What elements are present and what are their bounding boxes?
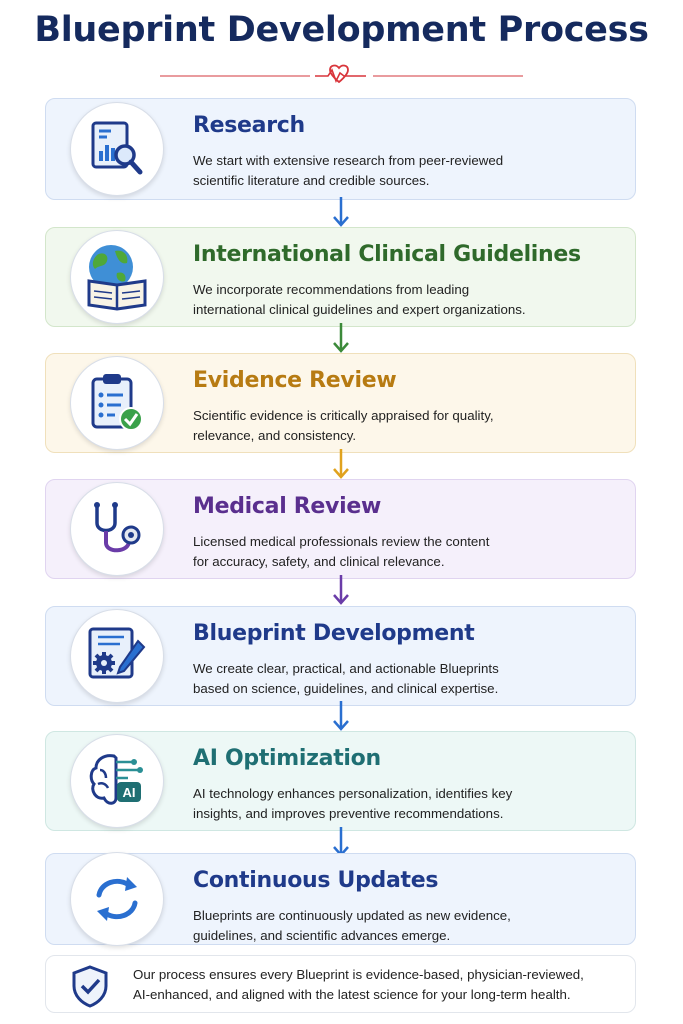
step-description-line: AI technology enhances personalization, … xyxy=(193,786,513,801)
step-card-ai-optimization: AI AI Optimization AI technology enhance… xyxy=(45,731,636,831)
step-title: Continuous Updates xyxy=(193,868,439,893)
step-icon-wrap xyxy=(70,356,164,450)
step-description-line: Blueprints are continuously updated as n… xyxy=(193,908,511,923)
globe-book-icon xyxy=(87,245,147,311)
step-card-blueprint-development: Blueprint Development We create clear, p… xyxy=(45,606,636,706)
step-description: AI technology enhances personalization, … xyxy=(193,784,623,824)
step-description-line: We create clear, practical, and actionab… xyxy=(193,661,499,676)
shield-check-icon xyxy=(72,965,108,1008)
down-arrow-icon xyxy=(333,323,349,353)
step-icon-wrap: AI xyxy=(70,734,164,828)
step-icon-wrap xyxy=(70,230,164,324)
title-divider xyxy=(160,64,523,84)
heart-pulse-icon xyxy=(315,64,366,84)
step-description-line: insights, and improves preventive recomm… xyxy=(193,806,504,821)
step-description-line: relevance, and consistency. xyxy=(193,428,357,443)
step-description-line: We incorporate recommendations from lead… xyxy=(193,282,470,297)
down-arrow-icon xyxy=(333,575,349,605)
summary-footer: Our process ensures every Blueprint is e… xyxy=(45,955,636,1013)
stethoscope-icon xyxy=(94,502,141,553)
step-description: Scientific evidence is critically apprai… xyxy=(193,406,623,446)
step-title: AI Optimization xyxy=(193,746,381,771)
footer-text-line: Our process ensures every Blueprint is e… xyxy=(133,967,584,982)
step-icon-wrap xyxy=(70,609,164,703)
step-icon-wrap xyxy=(70,482,164,576)
step-description-line: guidelines, and scientific advances emer… xyxy=(193,928,451,943)
document-gear-pencil-icon xyxy=(88,627,146,679)
down-arrow-icon xyxy=(333,197,349,227)
step-description-line: Scientific evidence is critically apprai… xyxy=(193,408,494,423)
step-card-medical-review: Medical Review Licensed medical professi… xyxy=(45,479,636,579)
step-description: We start with extensive research from pe… xyxy=(193,151,623,191)
step-card-continuous-updates: Continuous Updates Blueprints are contin… xyxy=(45,852,636,946)
down-arrow-icon xyxy=(333,449,349,479)
footer-text-line: AI-enhanced, and aligned with the latest… xyxy=(133,987,571,1002)
page-title: Blueprint Development Process xyxy=(34,10,649,50)
step-card-guidelines: International Clinical Guidelines We inc… xyxy=(45,227,636,327)
step-title: International Clinical Guidelines xyxy=(193,242,581,267)
step-description: We incorporate recommendations from lead… xyxy=(193,280,623,320)
ai-brain-icon: AI xyxy=(89,754,143,805)
clipboard-check-icon xyxy=(91,374,143,431)
step-icon-wrap xyxy=(70,102,164,196)
step-description: Blueprints are continuously updated as n… xyxy=(193,906,623,946)
step-title: Evidence Review xyxy=(193,368,397,393)
step-icon-wrap xyxy=(70,852,164,946)
step-description: Licensed medical professionals review th… xyxy=(193,532,623,572)
step-title: Medical Review xyxy=(193,494,381,519)
step-description: We create clear, practical, and actionab… xyxy=(193,659,623,699)
step-title: Blueprint Development xyxy=(193,621,475,646)
step-description-line: We start with extensive research from pe… xyxy=(193,153,504,168)
step-description-line: for accuracy, safety, and clinical relev… xyxy=(193,554,445,569)
ai-badge: AI xyxy=(123,785,136,800)
refresh-cycle-icon xyxy=(96,877,138,921)
step-description-line: scientific literature and credible sourc… xyxy=(193,173,430,188)
research-report-icon xyxy=(91,121,143,175)
step-card-research: Research We start with extensive researc… xyxy=(45,98,636,200)
down-arrow-icon xyxy=(333,701,349,731)
footer-text: Our process ensures every Blueprint is e… xyxy=(133,965,623,1005)
step-description-line: international clinical guidelines and ex… xyxy=(193,302,526,317)
step-title: Research xyxy=(193,113,305,138)
step-description-line: based on science, guidelines, and clinic… xyxy=(193,681,499,696)
step-description-line: Licensed medical professionals review th… xyxy=(193,534,490,549)
step-card-evidence-review: Evidence Review Scientific evidence is c… xyxy=(45,353,636,453)
